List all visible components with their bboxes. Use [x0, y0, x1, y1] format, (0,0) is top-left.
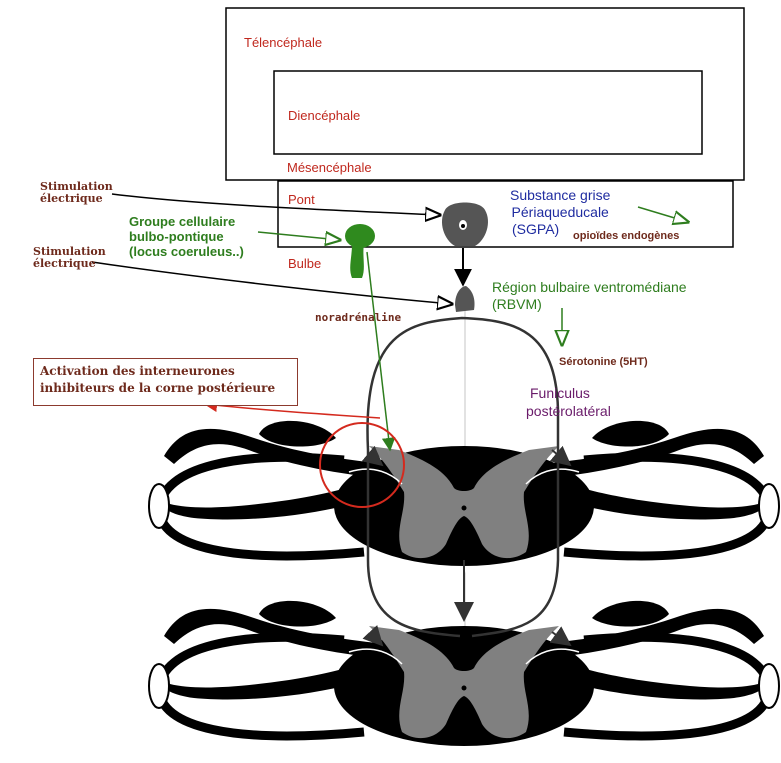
arrow-right-upper: [549, 445, 572, 467]
label-noradrenaline: noradrénaline: [315, 311, 402, 324]
arrow-right-lower: [549, 626, 572, 647]
label-diencephale: Diencéphale: [288, 108, 361, 123]
arrow-left-upper: [361, 445, 384, 467]
arrow-groupe-locus: [257, 232, 340, 240]
telencephale-box: [225, 7, 745, 181]
arrow-stimulation-1: [111, 193, 440, 215]
arrow-stimulation-2: [91, 261, 452, 304]
activation-callout: Activation des interneurones inhibiteurs…: [33, 358, 298, 406]
highlight-circle: [319, 422, 405, 508]
funiculus-right-path: [366, 316, 560, 638]
arrow-sgpa-opioides: [637, 206, 688, 222]
pont-box: [277, 180, 734, 248]
label-serotonine: Sérotonine (5HT): [559, 356, 648, 368]
arrow-left-lower: [362, 624, 384, 647]
label-rbvm: Région bulbaire ventromédiane(RBVM): [492, 279, 687, 312]
funiculus-left-path: [366, 450, 461, 638]
activation-line-2: inhibiteurs de la corne postérieure: [40, 381, 276, 395]
diencephale-box: [273, 70, 703, 155]
label-bulbe: Bulbe: [288, 256, 322, 271]
activation-line-1: Activation des interneurones: [40, 364, 235, 378]
rbvm-structure: [455, 286, 475, 312]
sgpa-structure: [441, 202, 489, 246]
label-telencephale: Télencéphale: [244, 35, 323, 50]
arrow-activation: [203, 398, 381, 419]
label-opioides: opioïdes endogènes: [573, 230, 680, 242]
label-mesencephale: Mésencéphale: [287, 160, 372, 175]
label-pont: Pont: [288, 192, 315, 207]
locus-coeruleus-structure: [345, 224, 375, 278]
arrow-noradrenaline: [366, 251, 396, 452]
